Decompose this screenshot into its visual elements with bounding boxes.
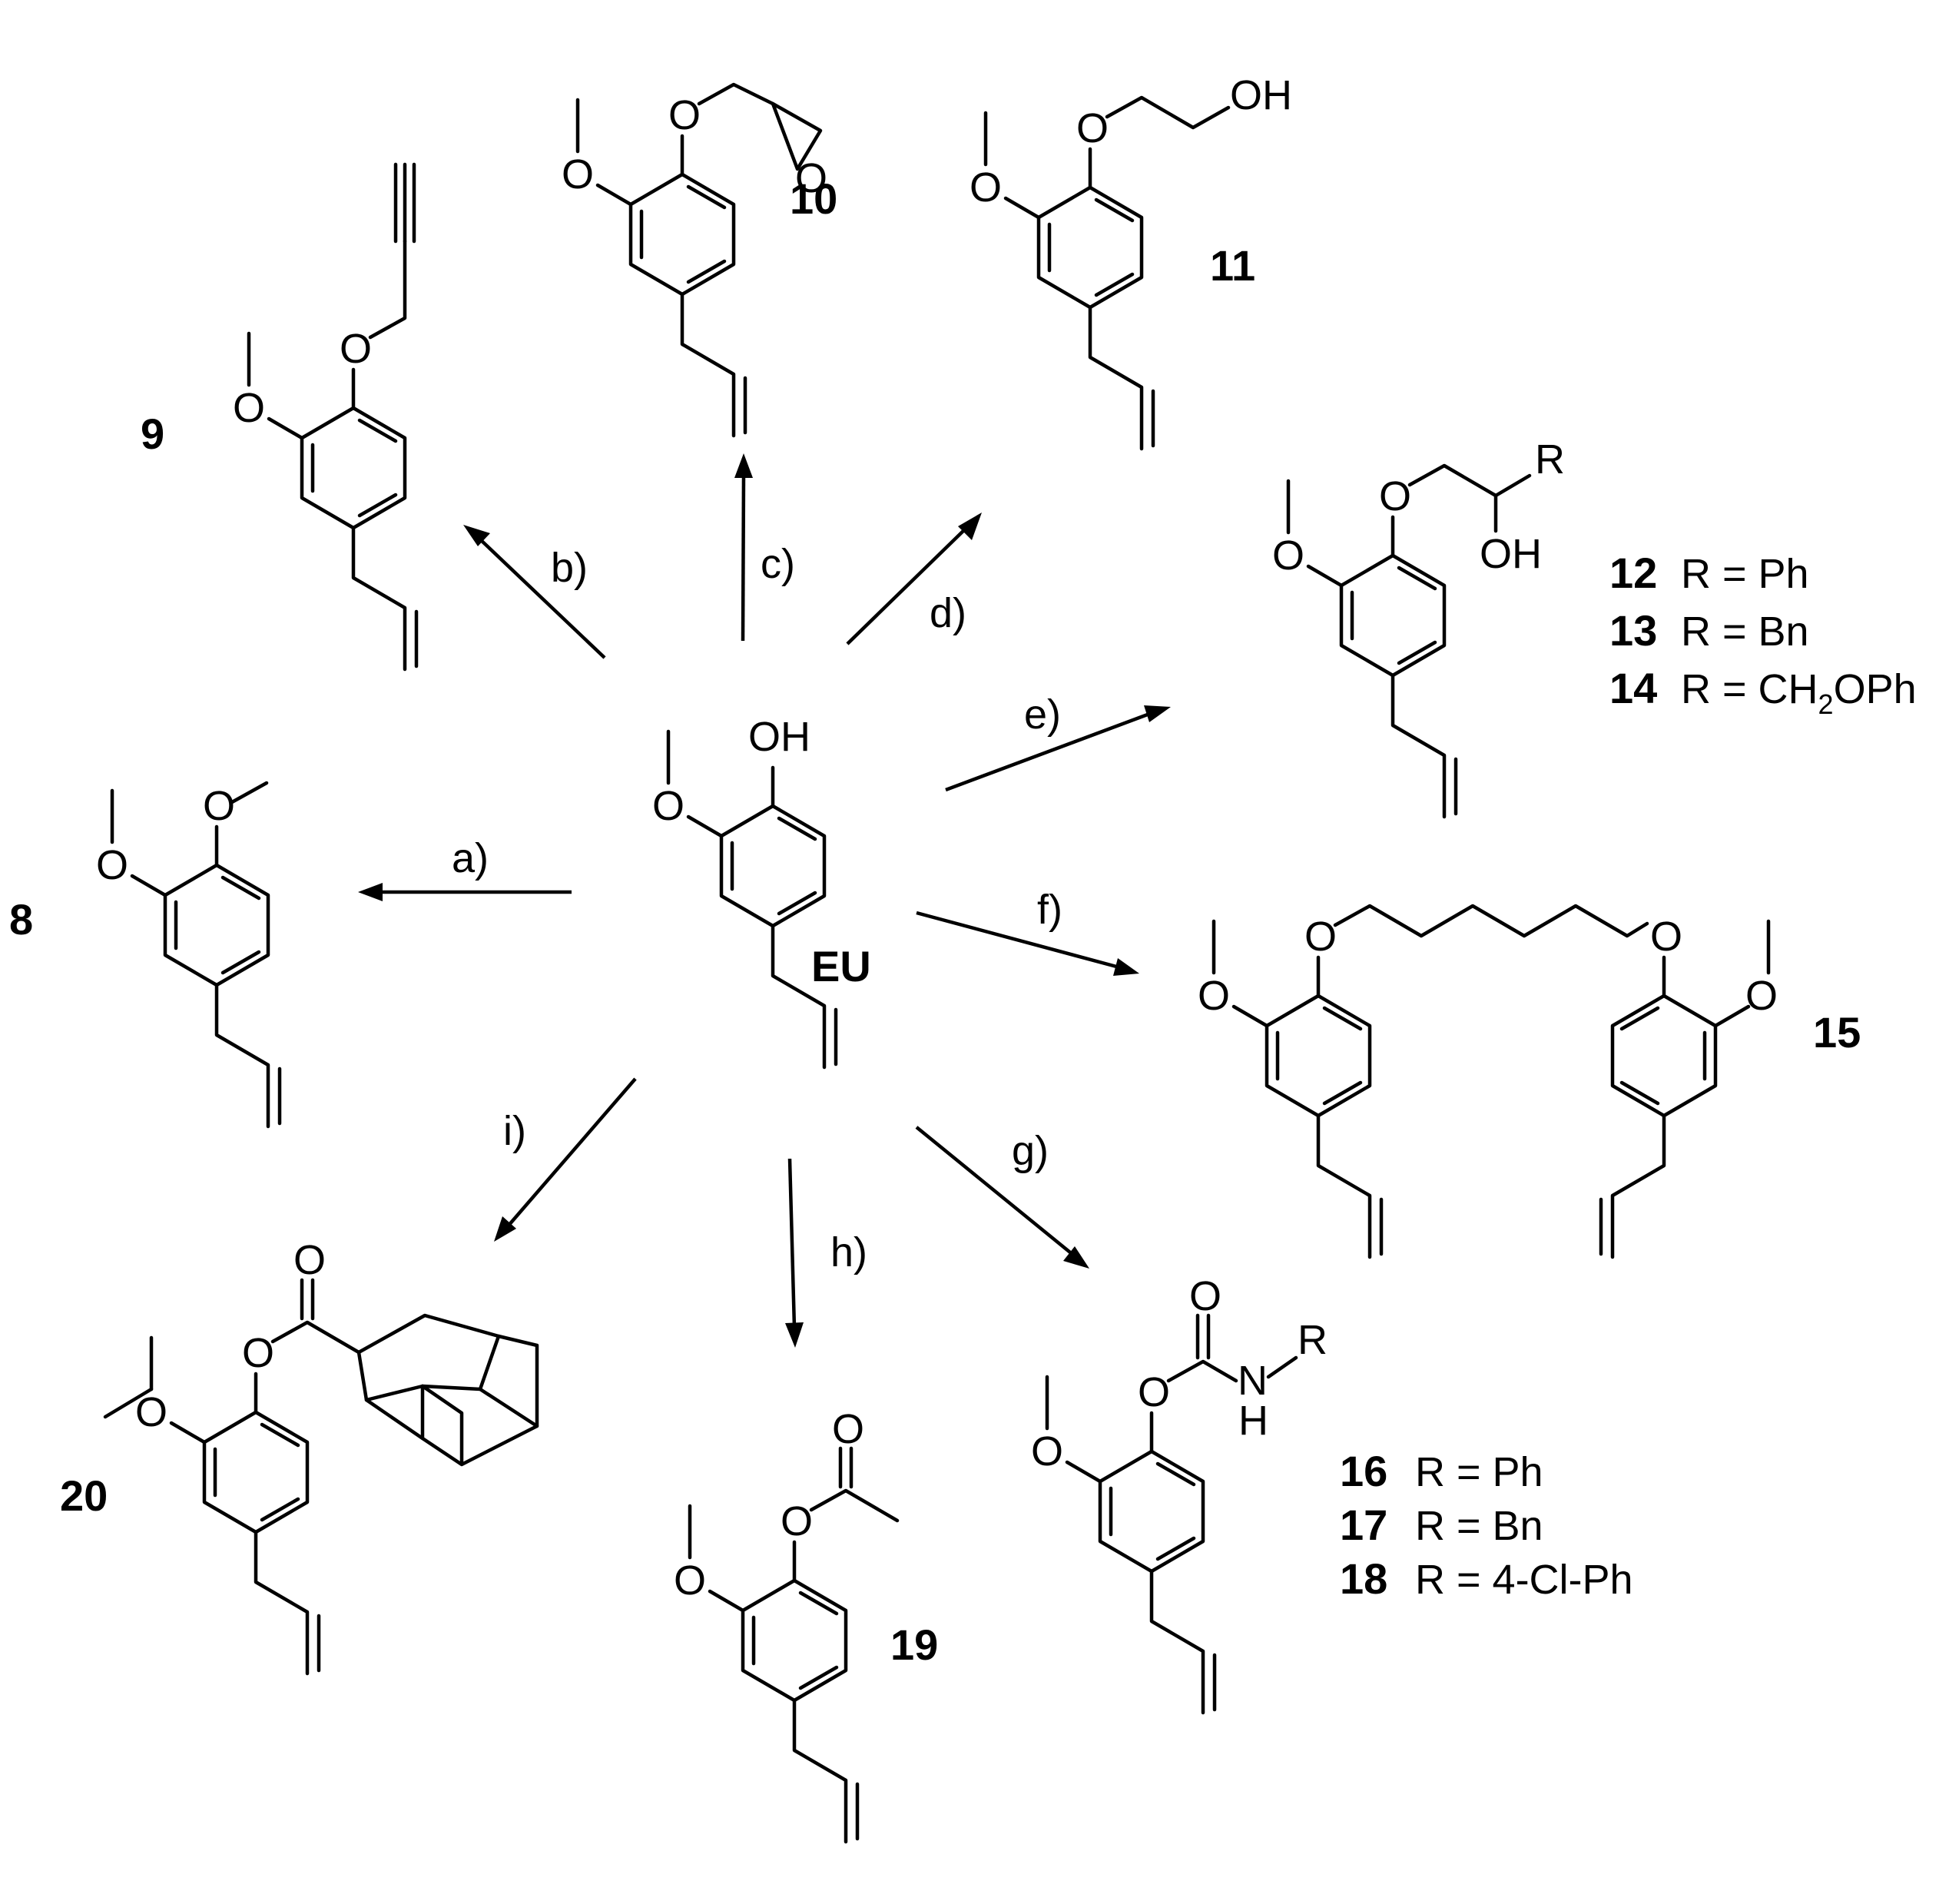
reaction-label-i: i) (503, 1108, 526, 1154)
compound-19: O O O 19 (674, 1406, 938, 1842)
r-group-text-18: R = 4-Cl-Ph (1415, 1557, 1633, 1603)
compound-label-19: 19 (890, 1620, 938, 1669)
atom-o: O (96, 842, 128, 888)
reaction-arrow-c: c) (734, 453, 795, 642)
compound-label-11: 11 (1210, 241, 1255, 290)
compound-eu: OH O EU (652, 714, 871, 1067)
atom-o: O (1031, 1428, 1063, 1474)
hub-oh-label: OH (748, 714, 810, 760)
reaction-arrow-e: e) (945, 692, 1171, 792)
atom-o: O (1745, 973, 1778, 1019)
compound-label-16: 16 (1340, 1447, 1387, 1495)
atom-o: O (1076, 105, 1109, 151)
atom-o: O (233, 385, 265, 431)
hub-label: EU (811, 942, 871, 990)
reaction-label-f: f) (1037, 887, 1062, 933)
reaction-label-a: a) (452, 835, 489, 881)
reaction-label-e: e) (1024, 692, 1061, 738)
compound-8: O O 8 (9, 781, 280, 1126)
atom-r: R (1298, 1317, 1328, 1363)
atom-o: O (1379, 473, 1411, 519)
atom-n: N (1238, 1358, 1268, 1404)
atom-o: O (652, 783, 684, 829)
reaction-arrow-a: a) (358, 835, 572, 901)
reaction-label-d: d) (930, 590, 966, 636)
compound-label-8: 8 (9, 895, 33, 944)
r-group-list-e: 12 R = Ph 13 R = Bn 14 R = CH2OPh (1609, 549, 1917, 720)
compound-label-10: 10 (790, 174, 837, 223)
reaction-label-g: g) (1012, 1128, 1049, 1174)
atom-oh: OH (1480, 531, 1542, 577)
atom-o: O (340, 326, 372, 372)
atom-o: O (135, 1389, 167, 1435)
compound-label-13: 13 (1609, 606, 1657, 655)
compound-9: O O 9 (141, 162, 416, 669)
compound-15: O O O O 15 (1198, 904, 1861, 1257)
atom-o: O (562, 151, 594, 197)
reaction-arrow-d: d) (846, 512, 982, 645)
compound-label-14: 14 (1609, 664, 1657, 712)
atom-o: O (203, 783, 235, 829)
r-group-text-12: R = Ph (1681, 551, 1809, 597)
atom-o: O (1138, 1369, 1170, 1415)
compound-label-17: 17 (1340, 1501, 1387, 1549)
reaction-arrow-h: h) (785, 1158, 867, 1348)
atom-r: R (1535, 436, 1565, 483)
compound-12-14: O R OH O (1272, 436, 1565, 817)
atom-o: O (1272, 532, 1304, 579)
reaction-arrow-g: g) (915, 1126, 1089, 1269)
reaction-label-h: h) (830, 1229, 867, 1275)
atom-o: O (1304, 914, 1337, 960)
atom-o: O (970, 164, 1002, 211)
compound-label-20: 20 (60, 1471, 108, 1520)
atom-o: O (795, 155, 827, 201)
r-group-text-16: R = Ph (1415, 1449, 1543, 1495)
atom-o: O (242, 1330, 274, 1376)
r-group-text-17: R = Bn (1415, 1503, 1543, 1549)
compound-label-9: 9 (141, 410, 164, 458)
atom-o: O (781, 1498, 813, 1544)
reaction-label-c: c) (761, 541, 795, 587)
atom-o: O (832, 1406, 864, 1452)
reaction-arrow-f: f) (916, 887, 1139, 976)
reaction-label-b: b) (551, 545, 588, 591)
compound-10: O O O 10 (562, 82, 837, 436)
r-group-text-13: R = Bn (1681, 609, 1809, 655)
r-group-text-14: R = CH2OPh (1681, 666, 1917, 720)
compound-label-12: 12 (1609, 549, 1657, 597)
atom-o: O (1198, 973, 1230, 1019)
compound-label-15: 15 (1813, 1008, 1861, 1056)
atom-o: O (1189, 1273, 1221, 1319)
compound-20: O O O 20 (60, 1237, 539, 1673)
atom-oh: OH (1230, 72, 1292, 118)
atom-o: O (674, 1557, 706, 1604)
reaction-arrow-b: b) (463, 525, 606, 659)
compound-11: O OH O 11 (970, 72, 1292, 449)
r-group-list-g: 16 R = Ph 17 R = Bn 18 R = 4-Cl-Ph (1340, 1447, 1633, 1603)
compound-16-18: O O N H R O (1031, 1273, 1328, 1713)
atom-o: O (1650, 914, 1682, 960)
compound-label-18: 18 (1340, 1554, 1387, 1603)
atom-o: O (668, 92, 701, 138)
atom-h: H (1238, 1398, 1268, 1444)
atom-o: O (293, 1237, 326, 1283)
reaction-arrow-i: i) (494, 1077, 637, 1242)
